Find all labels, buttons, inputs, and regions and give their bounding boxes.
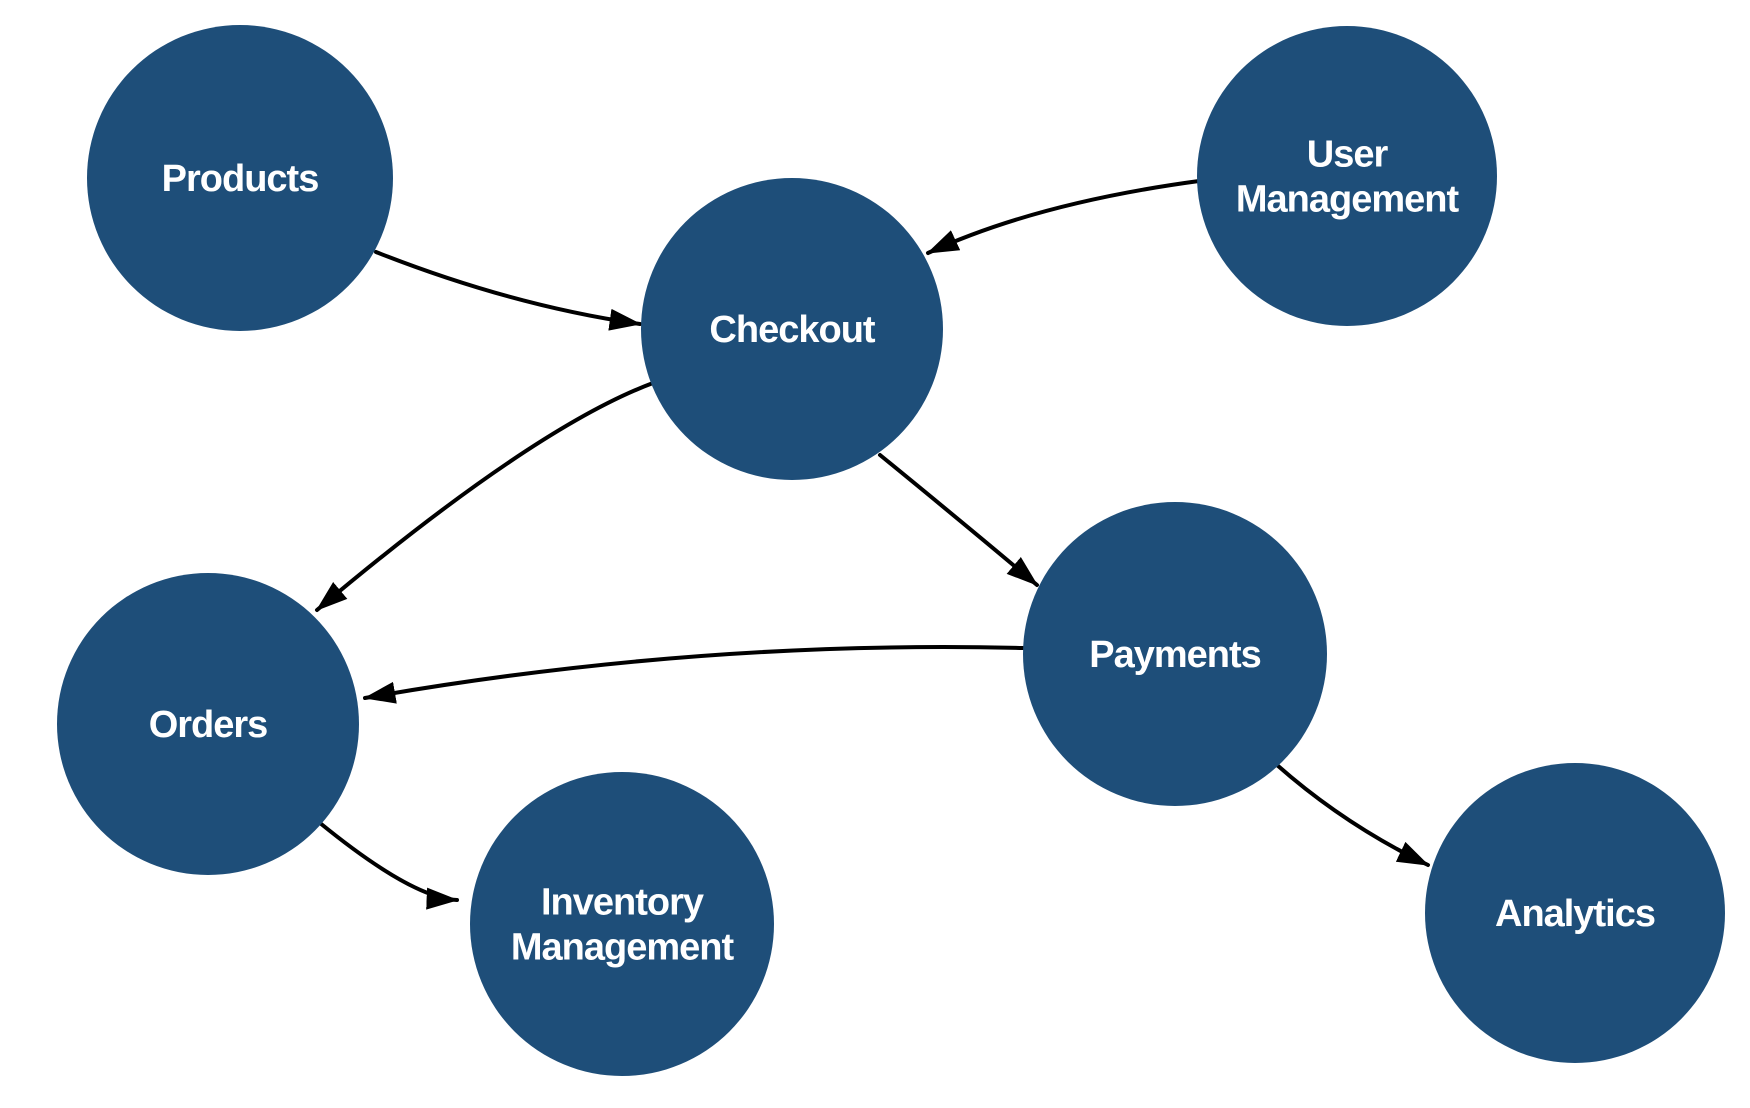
node-payments[interactable]: Payments bbox=[1023, 502, 1327, 806]
node-shape-orders bbox=[57, 573, 359, 875]
node-checkout[interactable]: Checkout bbox=[641, 178, 943, 480]
edge-checkout-to-payments[interactable] bbox=[878, 453, 1039, 587]
node-shape-payments bbox=[1023, 502, 1327, 806]
node-shape-inventory-management bbox=[470, 772, 774, 1076]
node-shape-products bbox=[87, 25, 393, 331]
node-products[interactable]: Products bbox=[87, 25, 393, 331]
node-shape-user-management bbox=[1197, 26, 1497, 326]
edge-orders-to-inventory-management[interactable] bbox=[318, 821, 459, 910]
node-shape-checkout bbox=[641, 178, 943, 480]
edge-checkout-to-orders[interactable] bbox=[315, 381, 655, 612]
node-shape-analytics bbox=[1425, 763, 1725, 1063]
edge-products-to-checkout[interactable] bbox=[374, 250, 642, 331]
node-analytics[interactable]: Analytics bbox=[1425, 763, 1725, 1063]
edge-payments-to-orders[interactable] bbox=[363, 645, 1025, 704]
edge-user-management-to-checkout[interactable] bbox=[926, 179, 1201, 255]
node-orders[interactable]: Orders bbox=[57, 573, 359, 875]
edge-payments-to-analytics[interactable] bbox=[1275, 763, 1430, 867]
